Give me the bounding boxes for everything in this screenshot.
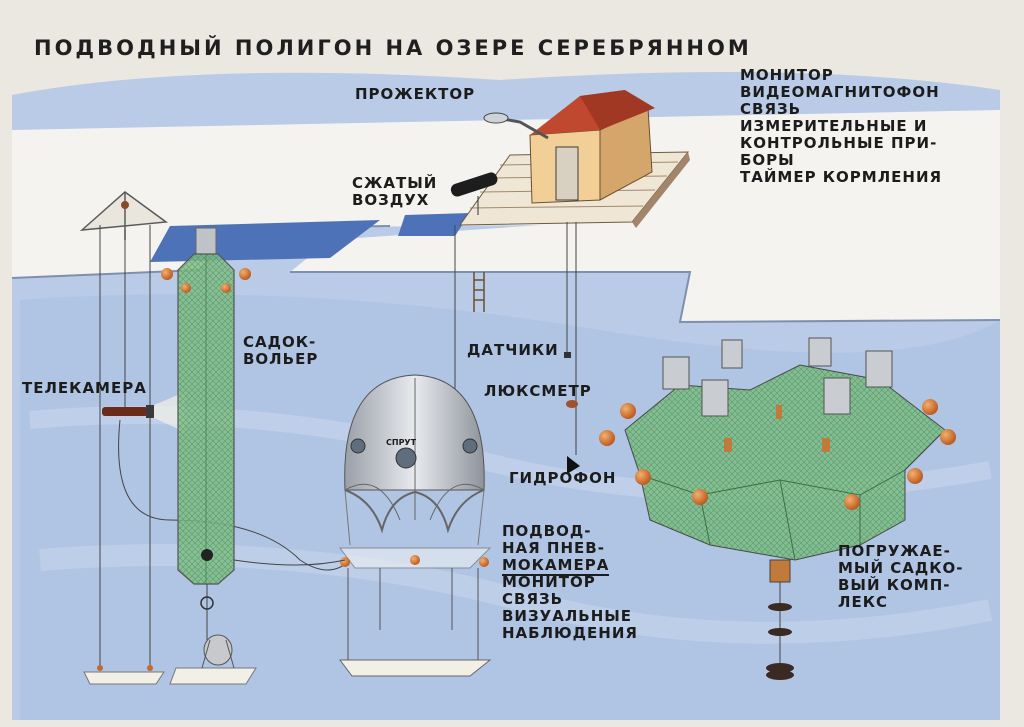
cage-aviary-structure [161, 227, 251, 640]
label-submersible-complex: ПОГРУЖАЕ- МЫЙ САДКО- ВЫЙ КОМП- ЛЕКС [838, 542, 964, 611]
label-tv-camera: ТЕЛЕКАМЕРА [22, 379, 147, 397]
label-monitor-list: МОНИТОР ВИДЕОМАГНИТОФОН СВЯЗЬ ИЗМЕРИТЕЛЬ… [740, 66, 943, 186]
label-chamber-functions: МОНИТОР СВЯЗЬ ВИЗУАЛЬНЫЕ НАБЛЮДЕНИЯ [502, 573, 638, 642]
submersible-complex [599, 337, 956, 680]
pneumatic-chamber [339, 374, 492, 677]
air-cylinder [450, 172, 498, 215]
ice-hole-center [398, 213, 470, 236]
winch [169, 634, 257, 685]
label-pneumatic-chamber: ПОДВОД- НАЯ ПНЕВ- МОКАМЕРА [502, 522, 610, 576]
tv-camera-device [102, 392, 185, 432]
hydrophone-device [567, 456, 580, 474]
label-luxmeter: ЛЮКСМЕТР [484, 382, 592, 400]
poster-title: ПОДВОДНЫЙ ПОЛИГОН НА ОЗЕРЕ СЕРЕБРЯННОМ [34, 36, 752, 60]
luxmeter-device [566, 400, 578, 408]
dome-marking: СПРУТ [386, 438, 417, 447]
control-hut [529, 90, 655, 204]
label-cage-aviary: САДОК- ВОЛЬЕР [243, 333, 319, 368]
anchor-plate-left [83, 671, 165, 685]
label-sensors: ДАТЧИКИ [467, 341, 559, 359]
label-projector: ПРОЖЕКТОР [355, 85, 476, 103]
projector-lamp [483, 112, 549, 140]
ladder [473, 272, 485, 312]
label-compressed-air: СЖАТЫЙ ВОЗДУХ [352, 174, 438, 209]
label-hydrophone: ГИДРОФОН [509, 469, 617, 487]
